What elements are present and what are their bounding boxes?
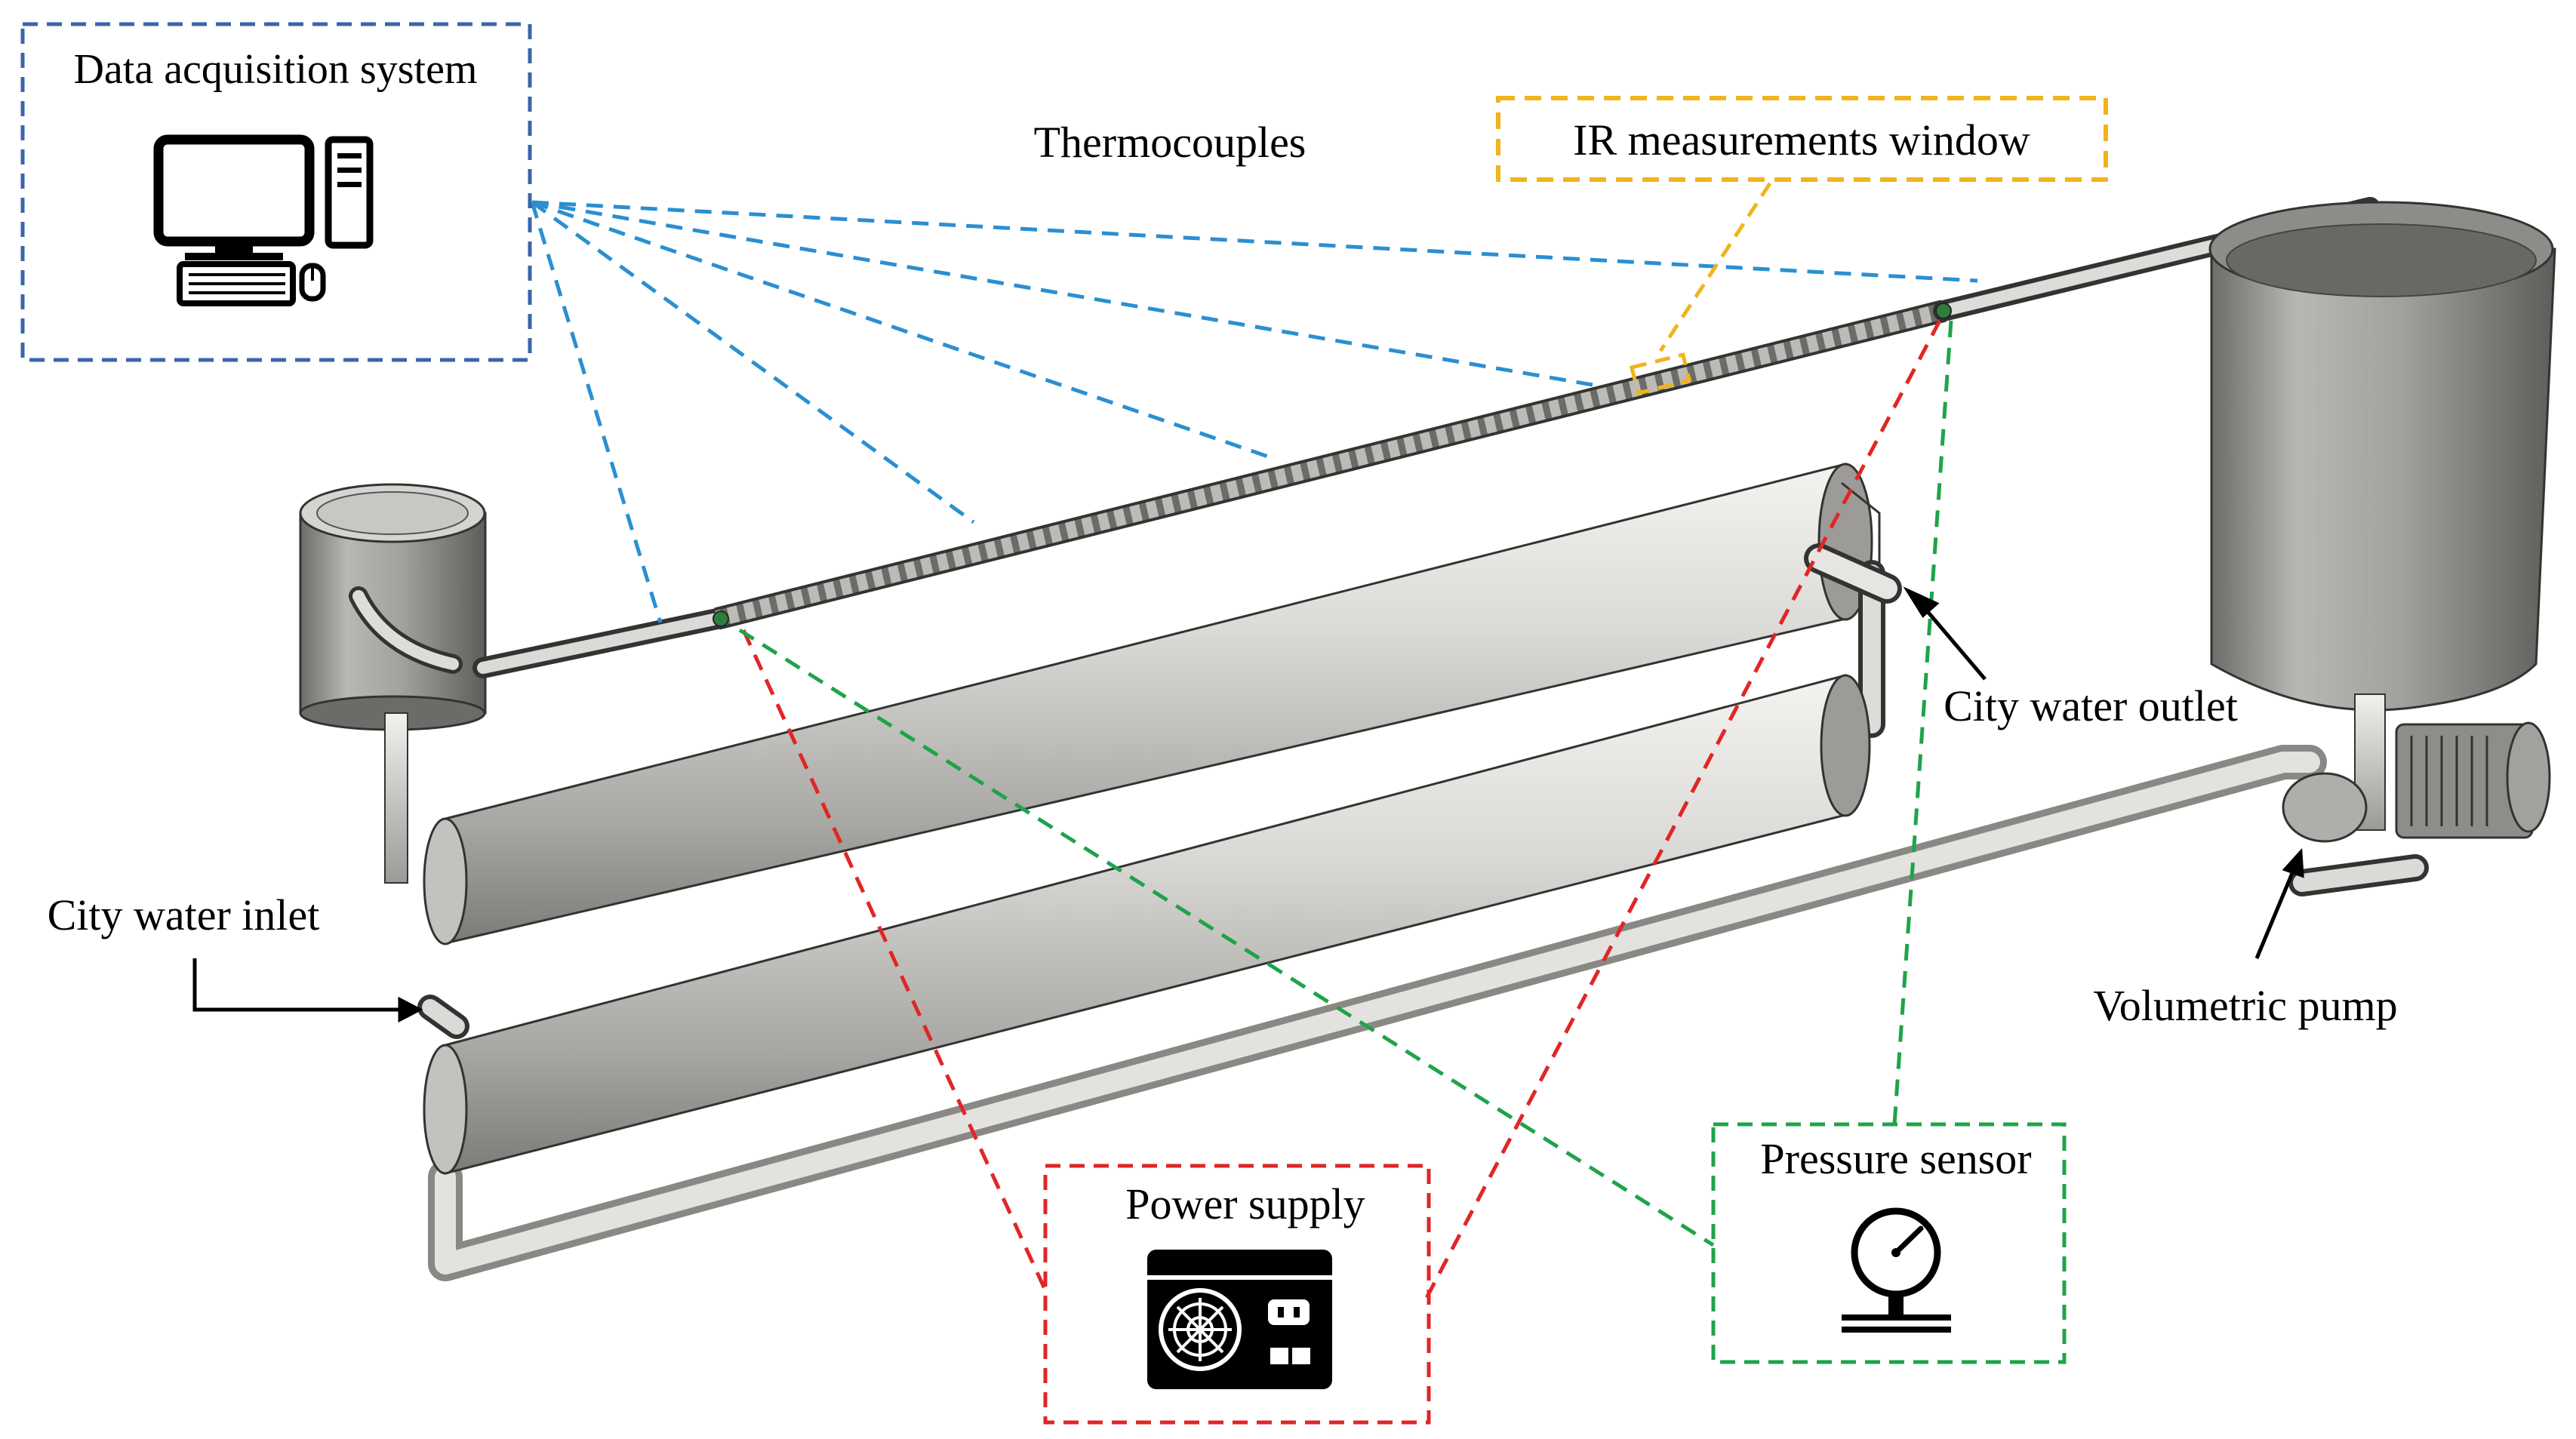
ir-window-box xyxy=(1496,96,2108,182)
inlet-arrow xyxy=(192,958,423,1023)
upper-heat-exchanger xyxy=(423,463,1881,945)
pump-assembly xyxy=(2282,721,2551,896)
power-supply-icon xyxy=(1136,1250,1343,1389)
daq-label: Data acquisition system xyxy=(73,46,477,93)
city-water-inlet-label: City water inlet xyxy=(48,890,320,939)
power-supply-box xyxy=(1043,1164,1431,1425)
volumetric-pump-label: Volumetric pump xyxy=(2093,981,2397,1030)
power-supply-label: Power supply xyxy=(1125,1179,1365,1228)
pump-arrow xyxy=(2254,847,2304,959)
thermocouple-lines xyxy=(530,200,1978,623)
left-header-tank xyxy=(299,483,487,884)
ir-window-label: IR measurements window xyxy=(1573,115,2030,165)
ir-pointer xyxy=(1629,182,1772,395)
storage-tank xyxy=(2208,201,2556,831)
desktop-computer-icon xyxy=(153,134,374,306)
pressure-lines xyxy=(738,320,1953,1247)
power-lines xyxy=(741,319,1942,1299)
daq-box xyxy=(20,22,532,362)
pressure-gauge-icon xyxy=(1842,1207,1951,1333)
pressure-sensor-box xyxy=(1711,1122,2067,1364)
exchanger-connector xyxy=(1804,543,1902,738)
outlet-arrow xyxy=(1903,586,1987,681)
city-water-outlet-label: City water outlet xyxy=(1944,681,2238,730)
return-pipe xyxy=(428,745,2327,1281)
lower-heat-exchanger xyxy=(417,674,1871,1175)
thermocouples-label: Thermocouples xyxy=(1034,118,1306,167)
pressure-sensor-label: Pressure sensor xyxy=(1760,1134,2031,1183)
